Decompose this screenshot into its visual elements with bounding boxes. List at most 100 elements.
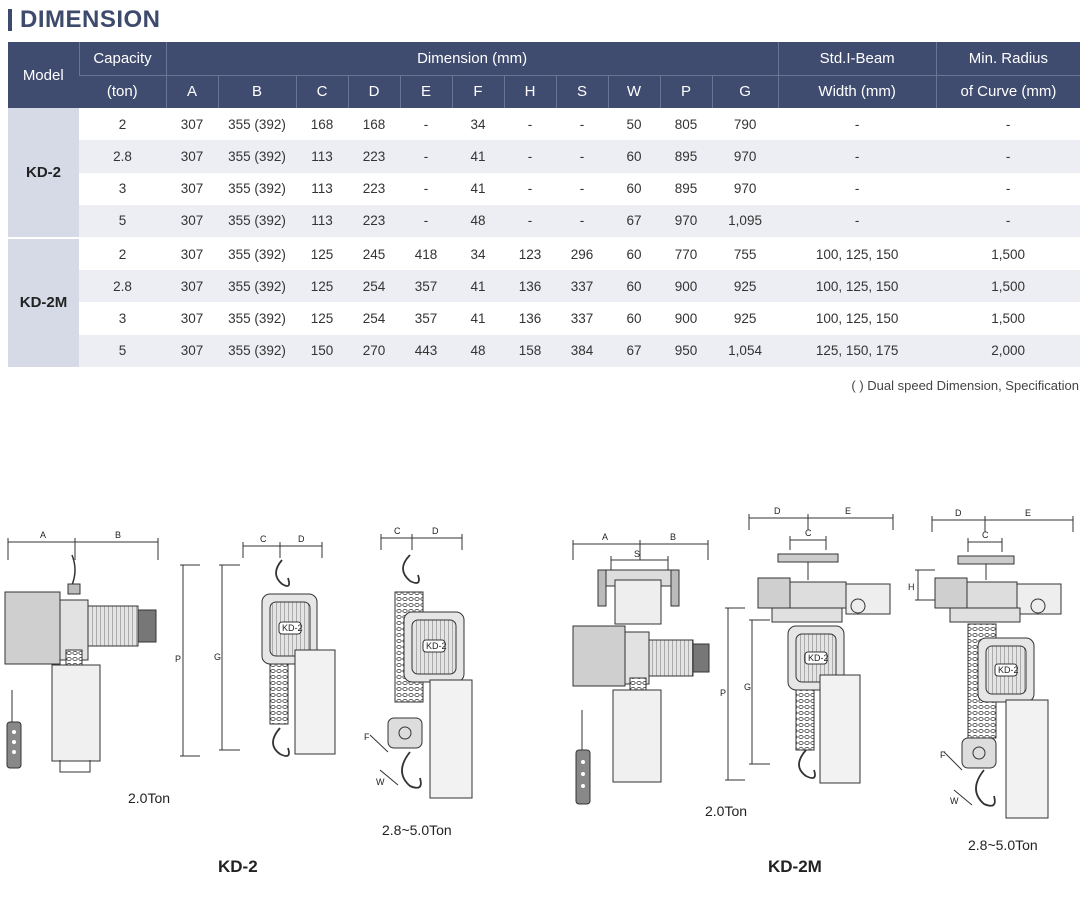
drawing-kd2m-large <box>915 516 1074 819</box>
drawing-kd2-front <box>219 542 336 757</box>
table-cell: 41 <box>470 311 486 327</box>
table-cell: 355 (392) <box>218 236 296 270</box>
table-cell: 357 <box>400 269 452 303</box>
table-cell: 895 <box>674 181 698 197</box>
table-cell: 307 <box>166 269 218 303</box>
table-cell: 418 <box>400 236 452 270</box>
hoist-drawings: A B P C D G KD-2 <box>4 506 1074 819</box>
table-cell: 125 <box>310 311 334 327</box>
table-cell: 254 <box>348 269 400 303</box>
dim-label-w-m: W <box>950 796 959 806</box>
dim-label-d2: D <box>432 526 439 536</box>
table-cell: 100, 125, 150 <box>778 236 937 270</box>
dim-label-d-m: D <box>774 506 781 516</box>
table-cell: 355 (392) <box>228 116 286 132</box>
table-cell: 355 (392) <box>228 311 286 327</box>
table-cell: 900 <box>674 311 698 327</box>
table-cell: 770 <box>660 236 712 270</box>
dim-label-e: E <box>845 506 851 516</box>
section-title: DIMENSION <box>8 6 161 34</box>
table-cell: 223 <box>348 140 400 173</box>
dim-label-f: F <box>364 732 370 742</box>
dim-label-a-m: A <box>602 532 608 542</box>
header-dim-d: D <box>347 74 400 108</box>
caption-kd2-large: 2.8~5.0Ton <box>382 822 452 838</box>
table-cell: - <box>504 205 556 238</box>
table-cell: 113 <box>296 140 348 173</box>
table-cell: 41 <box>452 269 504 303</box>
dim-label-g-m: G <box>744 682 751 692</box>
model-cell: KD-2 <box>8 108 79 238</box>
table-cell: 895 <box>660 140 712 173</box>
table-cell: - <box>579 116 585 132</box>
table-cell: 100, 125, 150 <box>778 269 937 303</box>
table-cell: - <box>854 181 860 197</box>
header-dim-p: P <box>659 74 712 108</box>
table-cell: 355 (392) <box>228 181 286 197</box>
table-cell: - <box>423 116 429 132</box>
table-cell: 1,095 <box>712 205 779 238</box>
dim-label-w: W <box>376 777 385 787</box>
table-cell: 970 <box>712 140 779 173</box>
table-cell: 168 <box>362 116 386 132</box>
page-title: DIMENSION <box>20 6 161 33</box>
table-cell: - <box>778 205 937 238</box>
table-cell: 790 <box>733 116 757 132</box>
table-cell: - <box>936 205 1081 238</box>
table-cell: 2.8 <box>79 140 166 173</box>
table-cell: 307 <box>180 181 204 197</box>
dim-label-b: B <box>115 530 121 540</box>
table-cell: - <box>527 116 533 132</box>
header-dim-w: W <box>607 74 660 108</box>
table-cell: 3 <box>118 181 127 197</box>
table-cell: 355 (392) <box>218 205 296 238</box>
table-cell: 34 <box>452 236 504 270</box>
dim-label-c: C <box>260 534 267 544</box>
table-cell: 970 <box>733 181 757 197</box>
header-dim-b: B <box>217 74 296 108</box>
dim-label-d: D <box>298 534 305 544</box>
header-radius-line2: of Curve (mm) <box>935 74 1081 108</box>
table-cell: 337 <box>556 269 608 303</box>
table-cell: 41 <box>470 181 486 197</box>
table-cell: 136 <box>504 269 556 303</box>
model-caption-kd2m: KD-2M <box>768 857 822 876</box>
dim-label-p-m: P <box>720 688 726 698</box>
table-cell: - <box>423 181 429 197</box>
table-cell: 48 <box>452 205 504 238</box>
table-cell: 123 <box>504 236 556 270</box>
table-cell: 805 <box>674 116 698 132</box>
badge-kd2m-large: KD-2 <box>998 665 1019 675</box>
header-dim-f: F <box>451 74 504 108</box>
badge-kd2-front: KD-2 <box>282 623 303 633</box>
drawing-kd2-2ton <box>4 538 200 773</box>
table-cell: 125, 150, 175 <box>778 334 937 368</box>
table-cell: 60 <box>608 140 660 173</box>
dim-label-p: P <box>175 654 181 664</box>
title-accent-bar <box>8 9 12 31</box>
dim-label-c-m2: C <box>982 530 989 540</box>
table-cell: 1,500 <box>936 236 1081 270</box>
table-cell: 254 <box>362 311 386 327</box>
table-cell: 307 <box>166 236 218 270</box>
dim-label-e-m2: E <box>1025 508 1031 518</box>
table-cell: 307 <box>166 334 218 368</box>
badge-kd2-large: KD-2 <box>426 641 447 651</box>
table-cell: - <box>400 140 452 173</box>
dimension-table: Model Capacity Dimension (mm) Std.I-Beam… <box>8 42 1081 368</box>
table-cell: - <box>400 205 452 238</box>
dim-label-c-m: C <box>805 528 812 538</box>
table-cell: 60 <box>626 311 642 327</box>
table-cell: 307 <box>180 116 204 132</box>
header-dim-h: H <box>503 74 556 108</box>
table-cell: 100, 125, 150 <box>815 311 899 327</box>
table-cell: 245 <box>348 236 400 270</box>
table-cell: - <box>1005 116 1011 132</box>
table-cell: 950 <box>660 334 712 368</box>
table-cell: 355 (392) <box>218 334 296 368</box>
header-dim-a: A <box>165 74 218 108</box>
